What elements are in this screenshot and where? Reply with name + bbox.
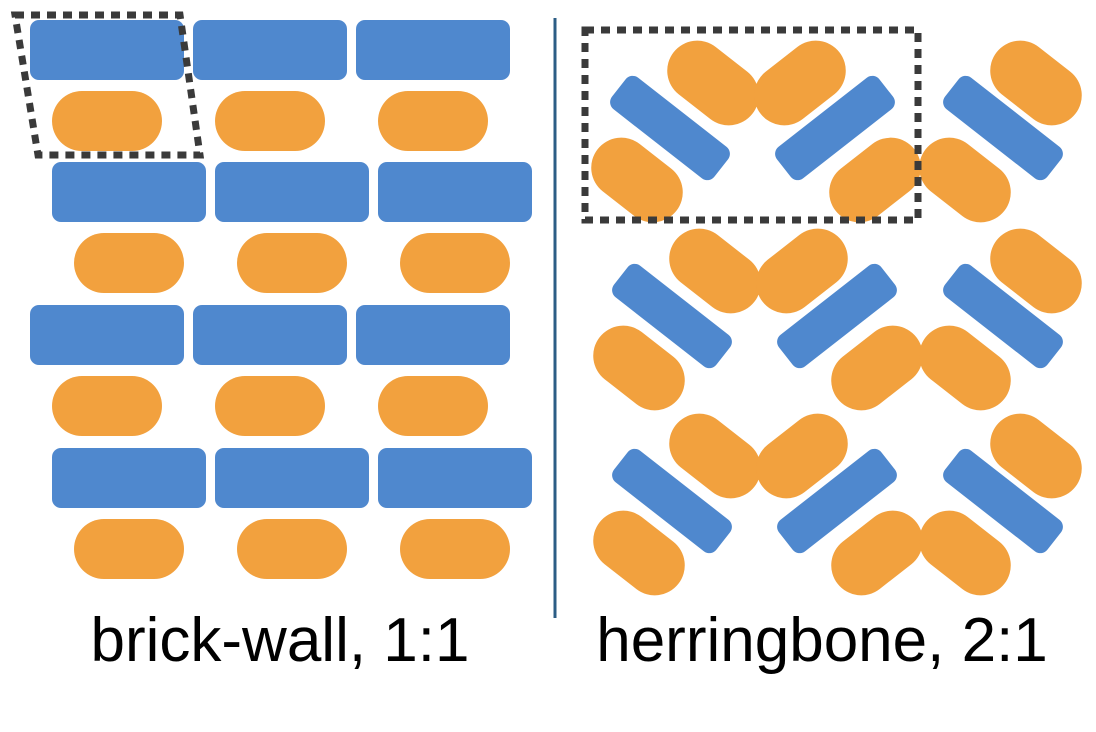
- orange-brick: [990, 40, 1082, 126]
- orange-brick: [990, 413, 1082, 499]
- orange-brick: [754, 40, 846, 126]
- blue-brick: [215, 162, 369, 222]
- orange-brick: [215, 376, 325, 436]
- orange-brick: [237, 233, 347, 293]
- orange-brick: [667, 40, 759, 126]
- orange-brick: [829, 137, 921, 223]
- blue-brick: [612, 448, 732, 554]
- blue-brick: [378, 162, 532, 222]
- blue-brick: [30, 305, 184, 365]
- blue-brick: [356, 20, 510, 80]
- orange-brick: [669, 228, 761, 314]
- blue-brick: [943, 448, 1063, 554]
- blue-brick: [356, 305, 510, 365]
- blue-brick: [612, 263, 732, 369]
- orange-brick: [215, 91, 325, 151]
- orange-brick: [919, 325, 1011, 411]
- orange-brick: [593, 325, 685, 411]
- unit-cell-outline: [581, 26, 922, 224]
- blue-brick: [30, 20, 184, 80]
- orange-brick: [378, 91, 488, 151]
- blue-brick: [943, 75, 1063, 181]
- brick-wall-caption: brick-wall, 1:1: [90, 606, 470, 675]
- unit-cell-outline: [10, 11, 205, 159]
- blue-brick: [775, 75, 895, 181]
- orange-brick: [919, 510, 1011, 596]
- orange-brick: [400, 233, 510, 293]
- orange-brick: [593, 510, 685, 596]
- orange-brick: [756, 413, 848, 499]
- orange-brick: [756, 228, 848, 314]
- orange-brick: [990, 228, 1082, 314]
- blue-brick: [52, 162, 206, 222]
- brick-wall-panel: [10, 11, 532, 579]
- blue-brick: [215, 448, 369, 508]
- blue-brick: [777, 448, 897, 554]
- orange-brick: [237, 519, 347, 579]
- orange-brick: [378, 376, 488, 436]
- orange-brick: [831, 510, 923, 596]
- blue-brick: [777, 263, 897, 369]
- orange-brick: [74, 519, 184, 579]
- orange-brick: [400, 519, 510, 579]
- orange-brick: [591, 137, 683, 223]
- blue-brick: [52, 448, 206, 508]
- blue-brick: [378, 448, 532, 508]
- blue-brick: [193, 305, 347, 365]
- orange-brick: [52, 376, 162, 436]
- orange-brick: [52, 91, 162, 151]
- herringbone-caption: herringbone, 2:1: [596, 606, 1048, 675]
- blue-brick: [610, 75, 730, 181]
- orange-brick: [831, 325, 923, 411]
- orange-brick: [919, 137, 1011, 223]
- orange-brick: [74, 233, 184, 293]
- blue-brick: [943, 263, 1063, 369]
- blue-brick: [193, 20, 347, 80]
- herringbone-panel: [581, 26, 1082, 596]
- orange-brick: [669, 413, 761, 499]
